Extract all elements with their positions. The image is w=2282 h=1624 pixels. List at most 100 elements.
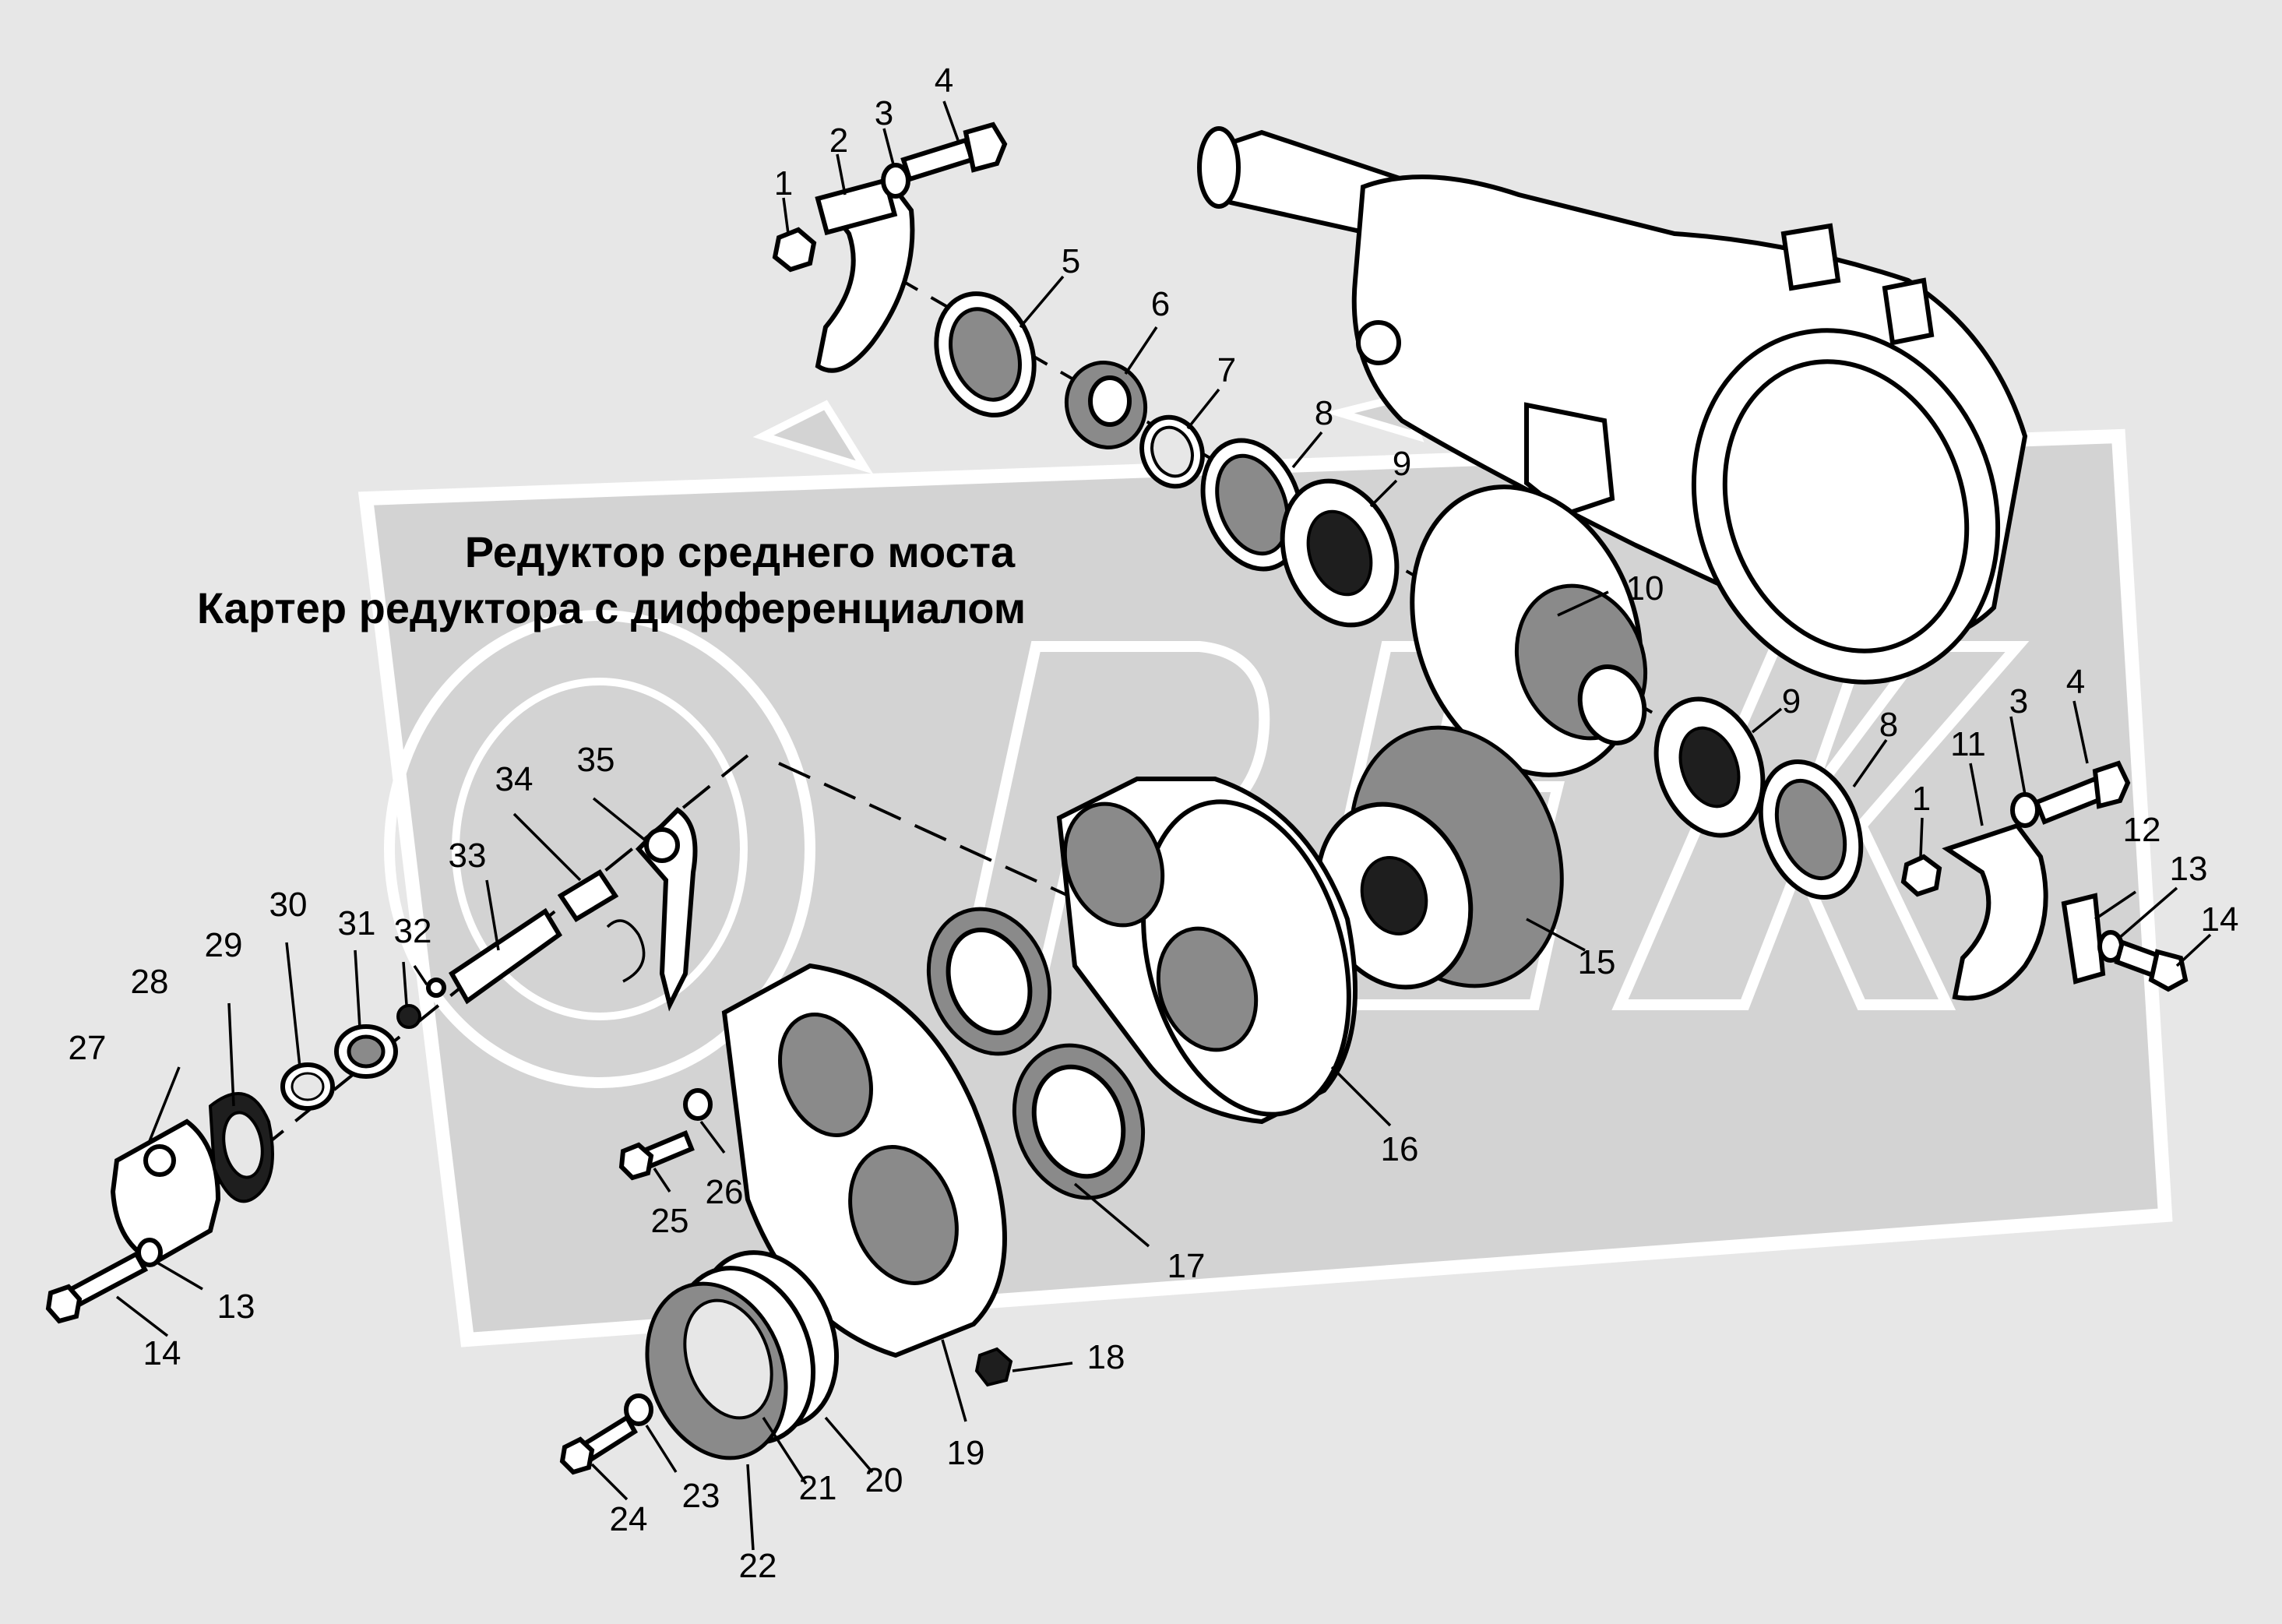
left-group [45,807,698,1324]
drain-plug-18 [974,1347,1013,1387]
nut-31 [396,1004,421,1029]
callout-10: 10 [1626,569,1664,608]
bearing-cap-2-boss [815,178,898,236]
callout-1a: 1 [774,164,793,203]
ring-29-bore [291,1072,325,1101]
washer-3b [2010,792,2040,828]
shim-pack-bore [683,1298,773,1420]
callout-29: 29 [205,926,243,964]
callout-21: 21 [799,1469,837,1507]
gasket-17-lower-hole [1031,1064,1126,1179]
block-27 [110,1118,221,1265]
bearing-cap-2 [815,176,915,373]
callout-15: 15 [1578,943,1616,981]
callout-17: 17 [1167,1247,1206,1285]
carrier-bore-upper [1062,801,1165,928]
callout-32: 32 [394,912,432,950]
bearing-cup-8-upper [1200,438,1305,572]
leader-lines [115,100,2212,1551]
bolt-14a-head [45,1284,83,1324]
carrier-housing-16 [1056,777,1358,1125]
carrier-bore-lower [1156,926,1259,1052]
housing-boss [1356,320,1401,365]
callout-3a: 3 [875,94,893,132]
bearing-cap-left [815,176,915,373]
nut-1b-hex [1900,854,1942,897]
callout-25: 25 [651,1202,689,1240]
seal-28-bore [222,1111,264,1179]
callout-4b: 4 [2066,663,2085,701]
cover-19-bore-lower [848,1145,959,1285]
bearing-9b-bore [1678,726,1741,808]
washer-23 [624,1393,653,1426]
diff-hub-10 [1577,664,1647,745]
bearing-9-bore [1306,509,1373,597]
bolt-4-head [963,122,1008,173]
ring-gear-differential-10 [1410,484,1648,777]
spring-34 [557,868,619,923]
pin-33 [449,907,562,1005]
callout-22: 22 [739,1547,777,1585]
callout-28: 28 [131,963,169,1001]
callout-24: 24 [610,1500,648,1538]
bearing-cap-11 [1942,823,2048,1001]
bearing-cup-5-inner [949,307,1022,402]
callout-11: 11 [1950,725,1986,763]
bushing-30-bore [347,1034,386,1069]
callout-14a: 14 [143,1334,181,1372]
differential-assembly-15 [1315,725,1564,990]
callout-9b: 9 [1782,682,1801,720]
bearing-cup-8-lower [1758,759,1864,900]
callout-23: 23 [682,1477,720,1515]
lever-35-fork [606,919,646,983]
shim-pack [645,1250,840,1460]
callout-27: 27 [69,1029,107,1067]
callout-1b: 1 [1912,780,1931,818]
bearing-9-upper [1280,478,1400,628]
bearing-cup-5 [934,291,1037,417]
callout-20: 20 [865,1461,903,1499]
callout-13b: 13 [2170,850,2208,888]
lock-plate-12 [2061,893,2106,985]
watermark-letter-o-inner [452,678,748,1020]
gasket-17-upper-hole [946,927,1033,1036]
washer-13a [136,1238,163,1267]
diff-bore-15 [1360,856,1428,935]
cover-19 [721,963,1013,1387]
bolt-25-head [618,1142,654,1181]
callout-16: 16 [1381,1130,1419,1168]
callout-2: 2 [829,122,848,160]
bearing-cap-right [1900,760,2189,1001]
axle-shaft-splines [1197,126,1241,209]
callout-7: 7 [1217,351,1236,389]
bolt-14b-head [2148,949,2189,992]
block-27-hole [143,1144,176,1177]
washer-32 [426,978,446,998]
gasket-17 [926,907,1146,1200]
callout-6: 6 [1151,285,1170,323]
diagram-title-line2: Картер редуктора с дифференциалом [197,583,1026,632]
callout-19: 19 [947,1434,985,1472]
lock-ring-7 [1139,414,1205,489]
callout-33: 33 [449,837,487,875]
housing-brackets [1780,223,1935,346]
callout-8a: 8 [1315,394,1333,432]
diagram-title-line1: Редуктор среднего моста [465,527,1016,576]
adjusting-nut-6-bore [1088,375,1132,427]
callout-numbers: 1 2 3 4 5 6 7 8 9 10 9 8 4 3 11 1 12 13 … [69,62,2239,1585]
callout-14b: 14 [2201,900,2239,939]
housing-lug [1524,402,1615,517]
callout-18: 18 [1087,1338,1125,1376]
washer-26 [683,1088,713,1121]
nut-1-upper [772,227,817,273]
callout-12: 12 [2123,811,2161,849]
bearing-9-lower [1653,696,1766,838]
bolt-24-head [559,1436,595,1475]
nut-1-hex [772,227,817,273]
housing-flange-bore [1722,359,1970,653]
callout-8b: 8 [1879,706,1898,744]
axle-housing [1197,126,2028,685]
bearing-cup-8b-inner [1774,778,1847,881]
bearing-cup-8-inner [1215,453,1290,556]
